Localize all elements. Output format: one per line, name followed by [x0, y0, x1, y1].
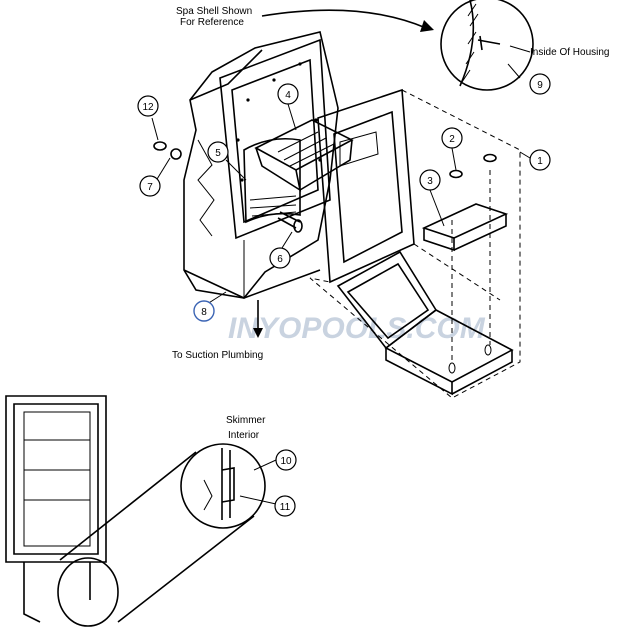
nut-and-washer [153, 141, 182, 160]
bolt [277, 211, 303, 233]
callout-12: 12 [137, 95, 159, 117]
callout-8: 8 [193, 300, 215, 322]
magnify-cylinder [57, 451, 255, 627]
label-suction: To Suction Plumbing [172, 350, 263, 361]
skimmer-front-view [5, 395, 107, 623]
faceplate-frame [317, 88, 415, 284]
suction-arrow [253, 300, 263, 338]
callout-2: 2 [441, 127, 463, 149]
small-fasteners [449, 153, 497, 179]
svg-text:4: 4 [285, 90, 291, 101]
svg-text:2: 2 [449, 134, 455, 145]
watermark: INYOPOOLS.COM [228, 312, 486, 345]
float-block [421, 203, 509, 252]
svg-text:5: 5 [215, 148, 221, 159]
label-skimmer-2: Interior [228, 430, 260, 441]
label-spa-shell-1: Spa Shell Shown [176, 6, 252, 17]
callout-1: 1 [529, 149, 551, 171]
callout-9: 9 [529, 73, 551, 95]
skimmer-housing [183, 31, 339, 299]
callout-10: 10 [275, 449, 297, 471]
label-spa-shell-2: For Reference [180, 17, 244, 28]
svg-text:12: 12 [142, 102, 154, 113]
callout-7: 7 [139, 175, 161, 197]
skimmer-interior-detail [180, 443, 266, 529]
spa-shell-flange [219, 38, 331, 240]
svg-text:7: 7 [147, 182, 153, 193]
callout-3: 3 [419, 169, 441, 191]
label-inside-housing: Inside Of Housing [530, 47, 610, 58]
weir-cylinder [243, 137, 301, 224]
svg-text:6: 6 [277, 254, 283, 265]
skimmer-basket [254, 119, 354, 192]
svg-text:1: 1 [537, 156, 543, 167]
inset-arrow [261, 9, 434, 32]
bottom-tray [384, 309, 514, 396]
svg-text:10: 10 [280, 456, 292, 467]
svg-text:3: 3 [427, 176, 433, 187]
svg-text:11: 11 [280, 502, 291, 513]
housing-outline [309, 89, 521, 399]
callout-11: 11 [274, 495, 296, 517]
svg-text:9: 9 [537, 80, 543, 91]
label-skimmer-1: Skimmer [226, 415, 266, 426]
inset-housing-detail [440, 0, 534, 91]
svg-text:8: 8 [201, 307, 207, 318]
callout-4: 4 [277, 83, 299, 105]
callout-5: 5 [207, 141, 229, 163]
callout-6: 6 [269, 247, 291, 269]
